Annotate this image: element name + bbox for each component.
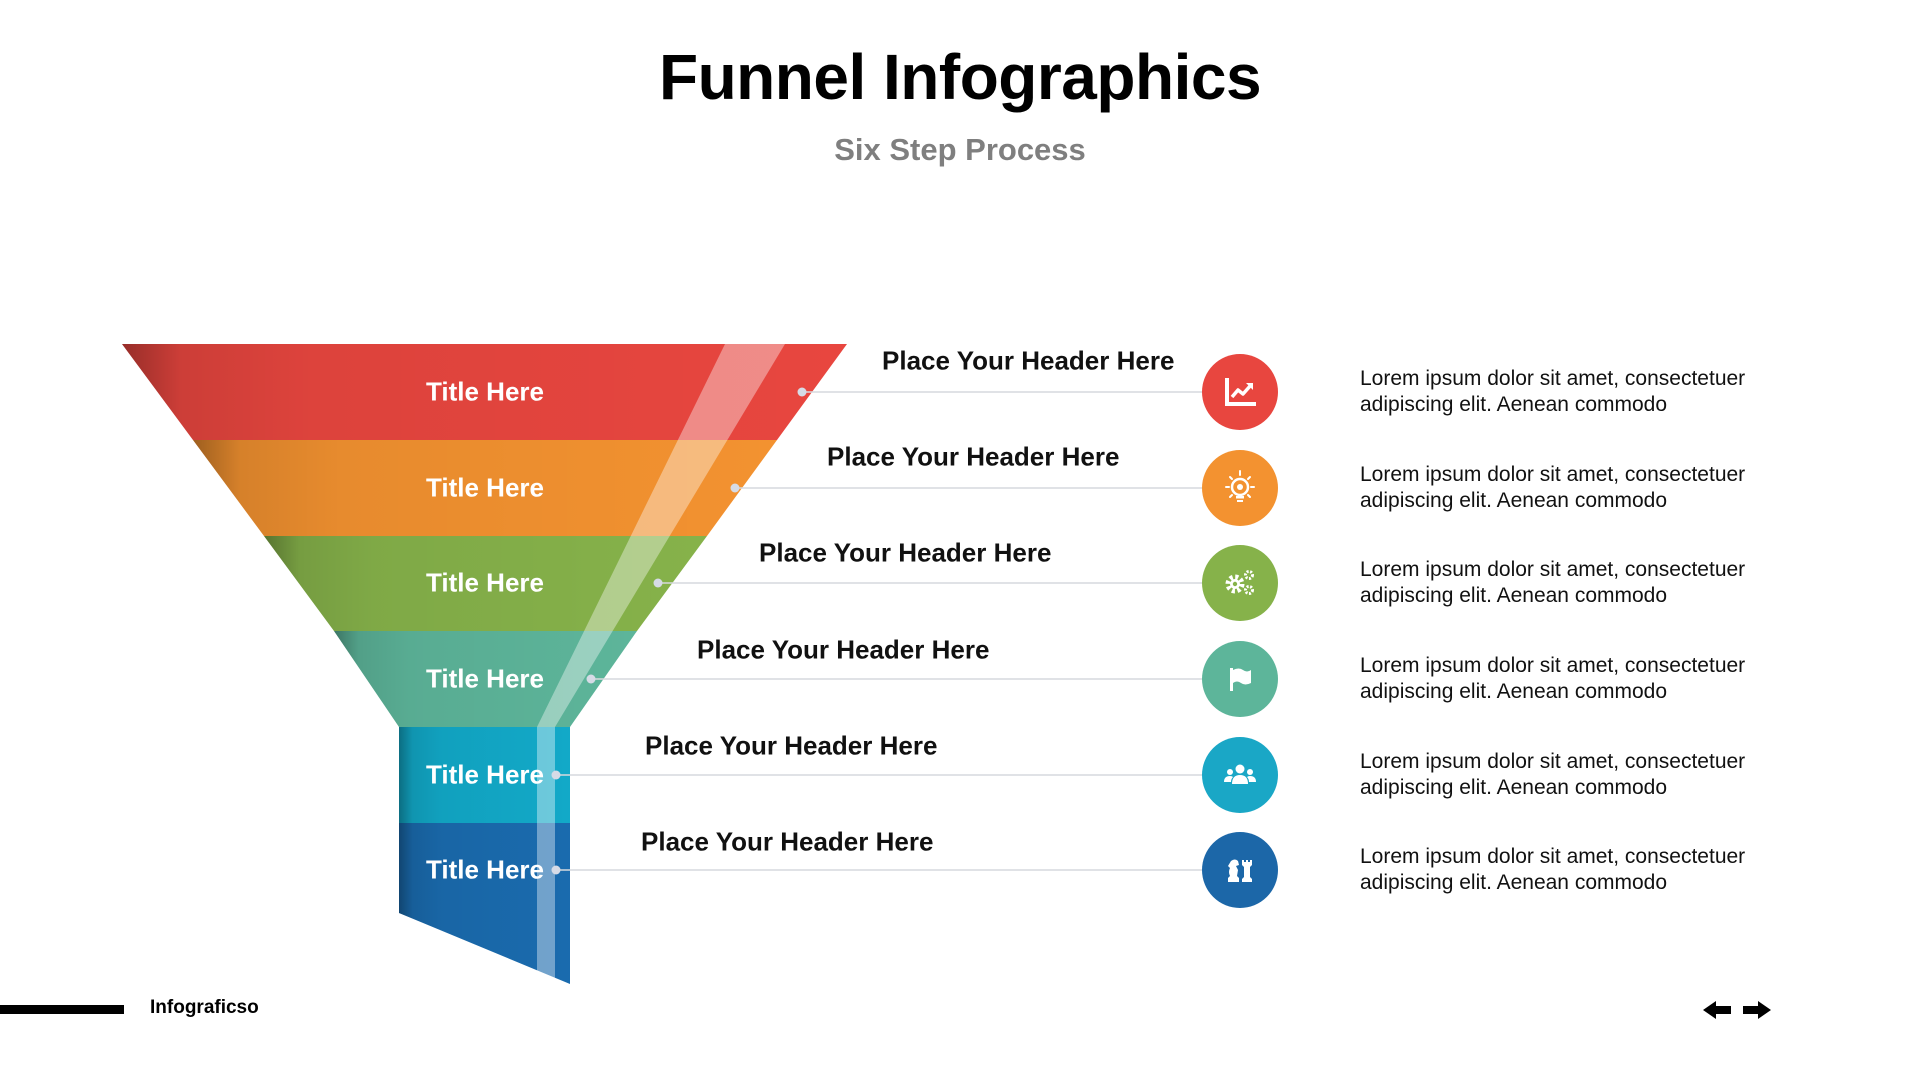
connector-dot-1 — [797, 387, 807, 397]
chart-trending-up-icon — [1225, 378, 1256, 406]
step-header: Place Your Header Here — [827, 441, 1120, 472]
step-description: Lorem ipsum dolor sit amet, consectetuer… — [1360, 750, 1746, 799]
gears-icon — [1225, 570, 1254, 595]
step-icon-circle-5 — [1202, 737, 1278, 813]
funnel-step-title: Title Here — [425, 663, 544, 694]
step-description: Lorem ipsum dolor sit amet, consectetuer… — [1360, 367, 1746, 416]
step-description: Lorem ipsum dolor sit amet, consectetuer… — [1360, 463, 1746, 512]
flag-icon — [1230, 668, 1251, 691]
page-subtitle: Six Step Process — [834, 132, 1086, 167]
lightbulb-gear-icon — [1225, 470, 1255, 502]
step-icon-circle-2 — [1202, 450, 1278, 526]
step-header: Place Your Header Here — [645, 730, 938, 761]
funnel-step-title: Title Here — [425, 376, 544, 407]
funnel-step-title: Title Here — [425, 472, 544, 503]
connector-dot-6 — [551, 865, 561, 875]
arrow-right-icon — [1743, 1001, 1771, 1019]
step-icon-circle-3 — [1202, 545, 1278, 621]
step-icon-circle-6 — [1202, 832, 1278, 908]
connector-dot-5 — [551, 770, 561, 780]
step-description: Lorem ipsum dolor sit amet, consectetuer… — [1360, 558, 1746, 607]
step-icon-circle-1 — [1202, 354, 1278, 430]
connector-dot-4 — [586, 674, 596, 684]
step-icon-circle-4 — [1202, 641, 1278, 717]
connector-dot-3 — [653, 578, 663, 588]
footer-brand: Infograficso — [150, 997, 259, 1018]
footer-accent-bar — [0, 1005, 124, 1014]
chess-strategy-icon — [1228, 859, 1252, 882]
funnel-step-title: Title Here — [425, 759, 544, 790]
prev-slide-button[interactable] — [1703, 998, 1733, 1022]
funnel-step-title: Title Here — [425, 567, 544, 598]
step-header: Place Your Header Here — [759, 537, 1052, 568]
arrow-left-icon — [1703, 1001, 1731, 1019]
funnel-highlight — [537, 344, 785, 980]
users-group-icon — [1224, 764, 1256, 784]
page-title: Funnel Infographics — [658, 41, 1262, 113]
step-description: Lorem ipsum dolor sit amet, consectetuer… — [1360, 654, 1746, 703]
step-header: Place Your Header Here — [641, 826, 934, 857]
step-description: Lorem ipsum dolor sit amet, consectetuer… — [1360, 845, 1746, 894]
next-slide-button[interactable] — [1741, 998, 1771, 1022]
step-header: Place Your Header Here — [882, 345, 1175, 376]
step-header: Place Your Header Here — [697, 634, 990, 665]
funnel-step-title: Title Here — [425, 854, 544, 885]
connector-dot-2 — [730, 483, 740, 493]
